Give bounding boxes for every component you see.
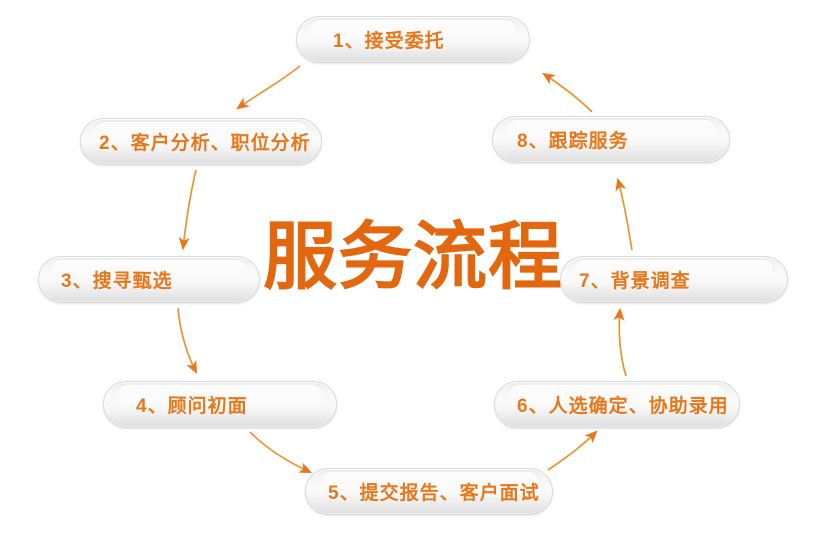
process-step-7[interactable]: 7、背景调查 — [560, 256, 788, 303]
arrow-7-to-8 — [615, 177, 633, 251]
process-step-2-label: 2、客户分析、职位分析 — [99, 133, 311, 154]
process-step-3[interactable]: 3、搜寻甄选 — [38, 256, 260, 303]
process-step-5-label: 5、提交报告、客户面试 — [328, 483, 540, 504]
arrow-3-to-4 — [177, 307, 198, 375]
process-step-7-label: 7、背景调查 — [579, 271, 691, 292]
process-step-8[interactable]: 8、跟踪服务 — [492, 116, 730, 163]
arrow-2-to-3 — [178, 169, 197, 251]
process-step-6-label: 6、人选确定、协助录用 — [517, 396, 729, 417]
process-step-5[interactable]: 5、提交报告、客户面试 — [305, 468, 553, 515]
arrow-6-to-7 — [613, 307, 627, 377]
arrow-8-to-1 — [542, 72, 593, 113]
process-step-4-label: 4、顾问初面 — [136, 396, 248, 417]
arrow-4-to-5 — [249, 431, 313, 473]
diagram-title: 服务流程 — [263, 215, 563, 298]
process-step-4[interactable]: 4、顾问初面 — [103, 381, 337, 428]
process-step-1[interactable]: 1、接受委托 — [296, 16, 530, 63]
process-step-8-label: 8、跟踪服务 — [517, 131, 629, 152]
process-step-1-label: 1、接受委托 — [333, 31, 445, 52]
arrow-5-to-6 — [547, 430, 598, 471]
arrow-1-to-2 — [236, 65, 301, 110]
process-step-2[interactable]: 2、客户分析、职位分析 — [80, 118, 322, 165]
process-step-3-label: 3、搜寻甄选 — [61, 271, 173, 292]
process-step-6[interactable]: 6、人选确定、协助录用 — [494, 381, 740, 428]
